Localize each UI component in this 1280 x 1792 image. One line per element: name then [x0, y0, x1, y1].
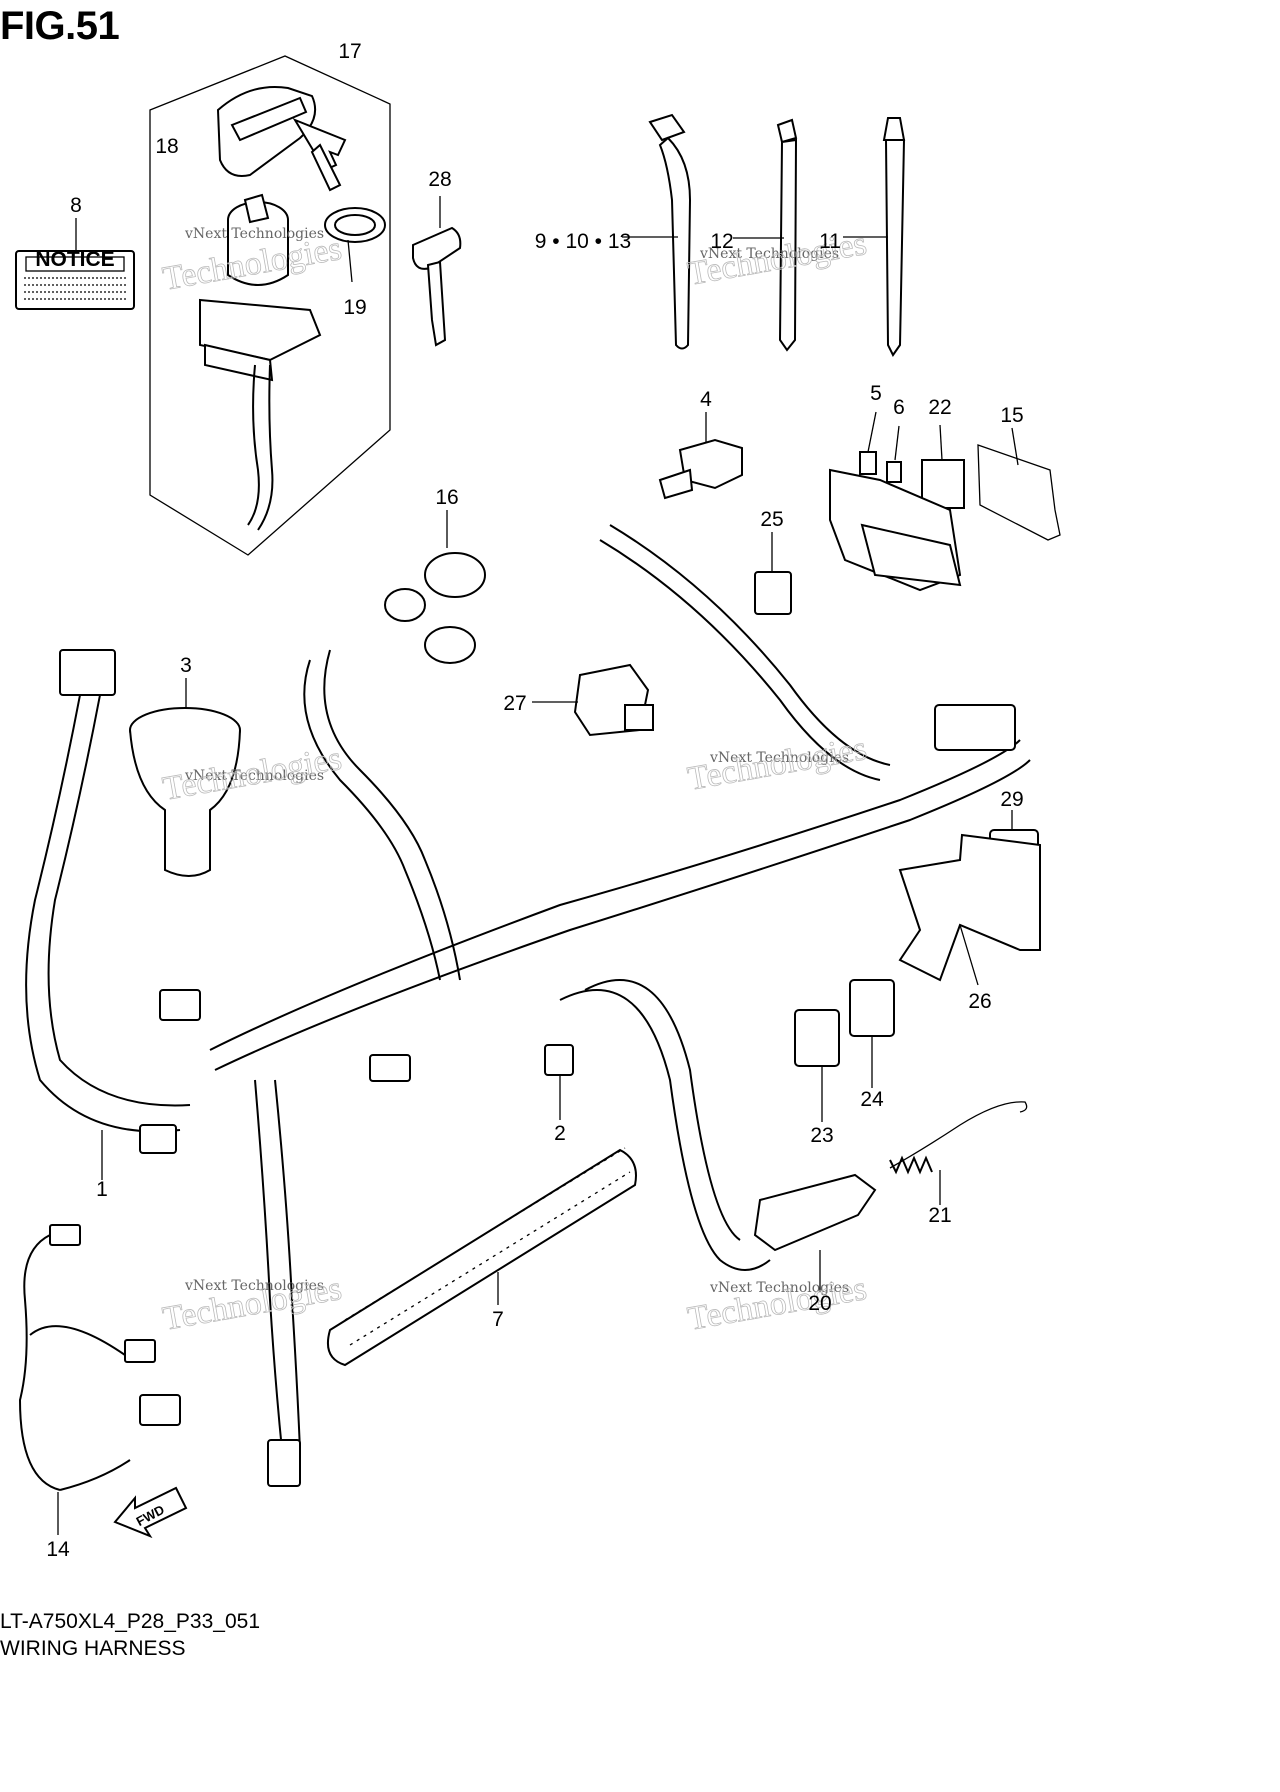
part-28-key — [412, 196, 462, 347]
part-2-cap — [544, 1044, 574, 1120]
callout-15: 15 — [1000, 404, 1023, 427]
part-20-switch — [753, 1173, 877, 1292]
figure-caption: LT-A750XL4_P28_P33_051 WIRING HARNESS — [0, 1608, 260, 1662]
callout-28: 28 — [428, 168, 451, 191]
callout-14: 14 — [46, 1538, 70, 1561]
watermark: vNext Technologies — [709, 750, 849, 766]
callout-17: 17 — [338, 40, 361, 63]
watermark: Technologies — [685, 730, 869, 798]
part-1-main-harness — [25, 524, 1031, 1487]
part-3-boot — [129, 678, 241, 877]
callout-8: 8 — [70, 194, 82, 217]
part-4-cap — [658, 412, 743, 500]
callout-labels: 17 18 28 8 19 9 • 10 • 13 12 11 4 5 6 22… — [46, 40, 1023, 1561]
callout-7: 7 — [492, 1308, 504, 1331]
watermark: vNext Technologies — [184, 226, 324, 242]
part-16-socket — [384, 510, 486, 664]
part-14-sub-harness — [18, 1224, 181, 1535]
parts-23-24-connectors — [794, 979, 895, 1122]
callout-26: 26 — [968, 990, 991, 1013]
figure-name: WIRING HARNESS — [0, 1637, 186, 1660]
watermark: vNext Technologies — [699, 246, 839, 262]
part-7-corrugated-tube — [326, 1147, 637, 1367]
callout-11: 11 — [819, 230, 841, 253]
figure-title: FIG.51 — [0, 4, 120, 48]
callout-9-10-13: 9 • 10 • 13 — [535, 230, 631, 253]
fwd-arrow — [113, 1486, 188, 1539]
callout-19: 19 — [343, 296, 366, 319]
callout-29: 29 — [1000, 788, 1023, 811]
part-27-relay — [532, 663, 654, 737]
callout-2: 2 — [554, 1122, 566, 1145]
callout-25: 25 — [760, 508, 783, 531]
part-8-notice-label — [15, 218, 135, 310]
callout-18: 18 — [155, 135, 178, 158]
notice-label-text: NOTICE — [35, 248, 114, 271]
fuse-box-assembly — [829, 411, 1061, 592]
part-19-ring-nut — [324, 207, 386, 283]
part-25-connector — [754, 532, 792, 615]
ignition-switch-set-box — [149, 55, 391, 556]
watermark: vNext Technologies — [184, 768, 324, 784]
callout-5: 5 — [870, 382, 882, 405]
callout-3: 3 — [180, 654, 192, 677]
callout-22: 22 — [928, 396, 951, 419]
part-21-spring — [889, 1101, 1028, 1205]
watermark: vNext Technologies — [184, 1278, 324, 1294]
part-18-key-cap — [216, 86, 347, 192]
callout-24: 24 — [860, 1088, 884, 1111]
callout-23: 23 — [810, 1124, 833, 1147]
callout-12: 12 — [710, 230, 733, 253]
callout-1: 1 — [96, 1178, 108, 1201]
cable-ties — [622, 113, 906, 357]
part-17-ignition-switch — [199, 193, 322, 531]
callout-27: 27 — [503, 692, 526, 715]
watermark: vNext Technologies — [709, 1280, 849, 1296]
callout-16: 16 — [435, 486, 458, 509]
watermarks: vNext Technologies Technologies vNext Te… — [160, 225, 870, 1339]
figure-code: LT-A750XL4_P28_P33_051 — [0, 1610, 260, 1633]
callout-21: 21 — [928, 1204, 951, 1227]
callout-20: 20 — [808, 1292, 831, 1315]
part-26-bracket — [898, 833, 1041, 986]
callout-6: 6 — [893, 396, 905, 419]
callout-4: 4 — [700, 388, 712, 411]
